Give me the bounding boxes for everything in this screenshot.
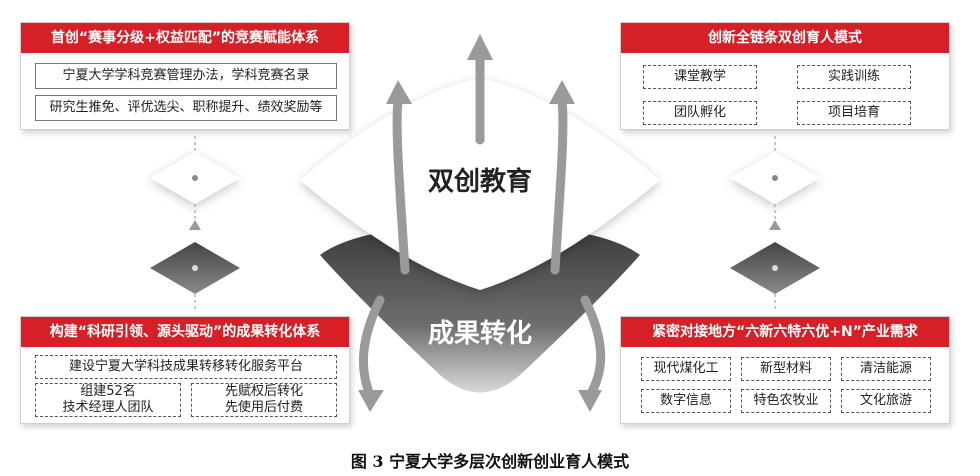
top-left-title: 首创“赛事分级+权益匹配”的竞赛赋能体系 <box>21 23 349 53</box>
arrow-heads <box>358 34 602 412</box>
industry-culture-tourism: 文化旅游 <box>841 389 931 413</box>
bottom-right-panel: 紧密对接地方“六新六特六优+N”产业需求 现代煤化工 新型材料 清洁能源 数字信… <box>620 316 950 424</box>
lower-diamond <box>320 225 640 393</box>
connector-heads <box>189 220 781 230</box>
top-left-panel: 首创“赛事分级+权益匹配”的竞赛赋能体系 宁夏大学学科竞赛管理办法，学科竞赛名录… <box>20 22 350 130</box>
box-rights-line2: 先使用后付费 <box>224 400 303 415</box>
box-tech-manager-line2: 技术经理人团队 <box>62 400 154 415</box>
upward-arrows <box>359 50 606 400</box>
top-right-title: 创新全链条双创育人模式 <box>621 23 949 53</box>
box-tech-manager-team: 组建52名 技术经理人团队 <box>35 383 181 417</box>
box-practice-training: 实践训练 <box>797 65 911 89</box>
upper-diamond <box>300 78 660 290</box>
industry-clean-energy: 清洁能源 <box>841 357 931 381</box>
bottom-right-title: 紧密对接地方“六新六特六优+N”产业需求 <box>621 317 949 347</box>
figure-caption: 图 3 宁夏大学多层次创新创业育人模式 <box>350 452 630 471</box>
industry-digital-info: 数字信息 <box>641 389 731 413</box>
box-rights-line1: 先赋权后转化 <box>224 384 303 399</box>
bottom-left-row: 建设宁夏大学科技成果转移转化服务平台 <box>35 355 337 379</box>
center-top-label: 双创教育 <box>428 166 532 197</box>
bottom-left-title: 构建“科研引领、源头驱动”的成果转化体系 <box>21 317 349 347</box>
center-bottom-label: 成果转化 <box>428 319 532 349</box>
bottom-left-panel: 构建“科研引领、源头驱动”的成果转化体系 建设宁夏大学科技成果转移转化服务平台 … <box>20 316 350 424</box>
top-left-row-1: 宁夏大学学科竞赛管理办法，学科竞赛名录 <box>35 63 337 89</box>
industry-new-materials: 新型材料 <box>741 357 831 381</box>
top-left-row-2: 研究生推免、评优选尖、职称提升、绩效奖励等 <box>35 95 337 121</box>
industry-coal-chemical: 现代煤化工 <box>641 357 731 381</box>
box-team-incubation: 团队孵化 <box>643 101 757 125</box>
industry-agriculture: 特色农牧业 <box>741 389 831 413</box>
box-classroom-teaching: 课堂教学 <box>643 65 757 89</box>
box-project-cultivation: 项目培育 <box>797 101 911 125</box>
box-tech-manager-line1: 组建52名 <box>80 384 136 399</box>
box-rights-first: 先赋权后转化 先使用后付费 <box>191 383 337 417</box>
top-right-panel: 创新全链条双创育人模式 课堂教学 实践训练 项目培育 团队孵化 <box>620 22 950 130</box>
